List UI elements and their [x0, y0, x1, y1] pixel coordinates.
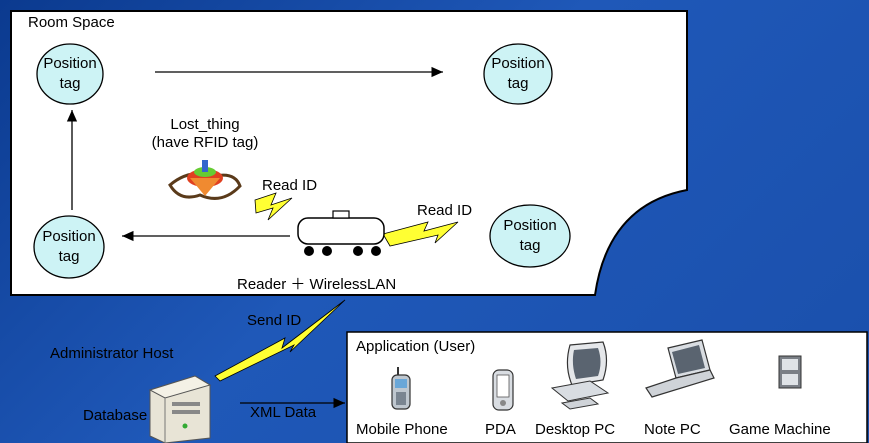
- device-label-game-machine: Game Machine: [729, 421, 831, 438]
- tag-line-1: Position: [43, 55, 97, 72]
- position-tag-bottom-right-label: Position tag: [490, 216, 570, 256]
- administrator-host-label: Administrator Host: [50, 345, 174, 362]
- tag-line-1: Position: [491, 55, 545, 72]
- lost-thing-label: Lost_thing (have RFID tag): [130, 116, 280, 152]
- device-label-mobile-phone: Mobile Phone: [356, 421, 448, 438]
- tag-line-2: tag: [59, 75, 81, 92]
- tag-line-2: tag: [519, 237, 541, 254]
- position-tag-bottom-right: [489, 204, 571, 268]
- lightning-read-right: [382, 221, 459, 247]
- desktop-pc-icon: [550, 341, 610, 410]
- tag-line-2: tag: [507, 75, 529, 92]
- application-title: Application (User): [356, 338, 476, 355]
- game-machine-icon: [778, 355, 802, 389]
- read-id-left-label: Read ID: [262, 177, 318, 194]
- pda-icon: [492, 369, 514, 411]
- position-tag-bottom-left: [33, 215, 105, 279]
- position-tag-top-left: [36, 43, 104, 105]
- mobile-phone-icon: [391, 367, 411, 410]
- room-space-title: Room Space: [28, 14, 115, 31]
- send-id-label: Send ID: [247, 312, 302, 329]
- lost-thing-icon: [168, 160, 242, 200]
- lost-thing-line-2: (have RFID tag): [151, 134, 259, 151]
- position-tag-top-left-label: Position tag: [37, 54, 103, 94]
- position-tag-bottom-left-label: Position tag: [34, 227, 104, 267]
- read-id-right-label: Read ID: [417, 202, 473, 219]
- position-tag-top-right: [483, 43, 553, 105]
- lost-thing-line-1: Lost_thing: [170, 116, 240, 133]
- tag-line-1: Position: [42, 228, 96, 245]
- xml-data-label: XML Data: [250, 404, 317, 421]
- note-pc-icon: [645, 339, 715, 398]
- tag-line-2: tag: [58, 248, 80, 265]
- device-label-pda: PDA: [485, 421, 516, 438]
- room-space-panel: [10, 10, 688, 296]
- reader-label: Reader ＋ WirelessLAN: [237, 276, 397, 293]
- position-tag-top-right-label: Position tag: [484, 54, 552, 94]
- reader-cart-icon: [297, 210, 385, 256]
- lightning-send: [214, 299, 346, 382]
- database-label: Database: [83, 407, 148, 424]
- device-label-desktop-pc: Desktop PC: [535, 421, 616, 438]
- server-icon: [148, 375, 212, 443]
- lightning-read-left: [254, 192, 293, 221]
- device-label-note-pc: Note PC: [644, 421, 701, 438]
- tag-line-1: Position: [503, 217, 557, 234]
